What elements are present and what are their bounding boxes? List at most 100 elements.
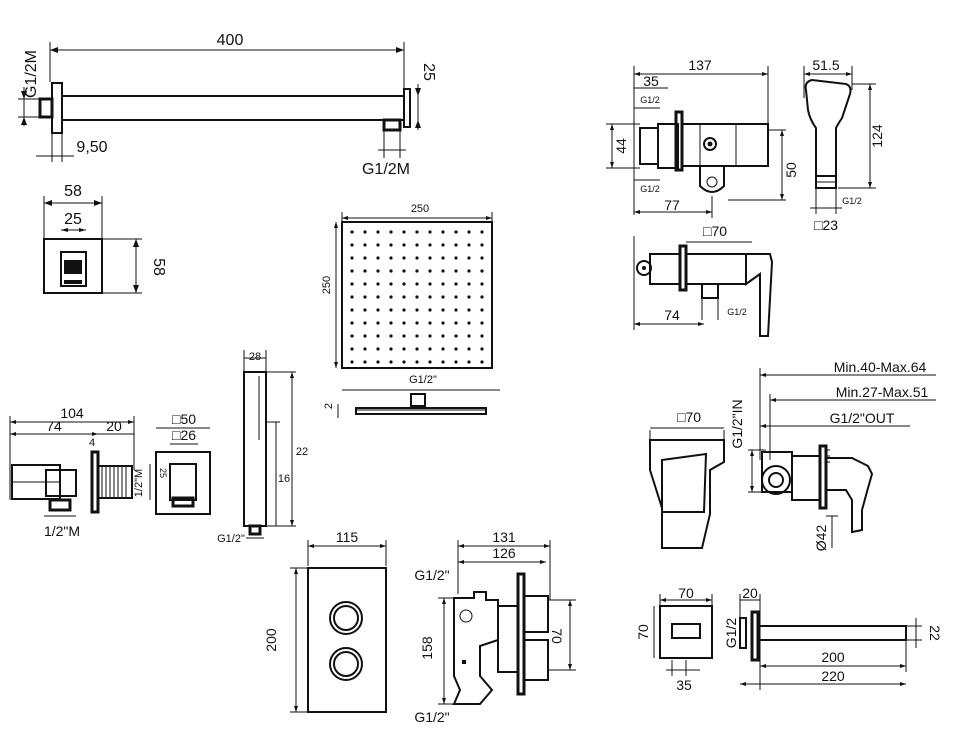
diverter-diameter-label: Ø42 [813, 525, 829, 552]
nozzle-dot [441, 230, 445, 234]
rain-head-depth-label: 250 [321, 276, 333, 294]
nozzle-dot [402, 334, 406, 338]
thermostat-body-label: 158 [419, 636, 435, 660]
nozzle-dot [467, 230, 471, 234]
nozzle-dot [467, 256, 471, 260]
nozzle-dot [441, 360, 445, 364]
handspray-thread-label: G1/2 [842, 196, 862, 206]
nozzle-dot [428, 230, 432, 234]
nozzle-dot [350, 282, 354, 286]
nozzle-dot [350, 243, 354, 247]
arm-height-label: 25 [420, 63, 437, 81]
nozzle-dot [480, 282, 484, 286]
nozzle-dot [363, 321, 367, 325]
nozzle-dot [376, 282, 380, 286]
nozzle-dot [415, 347, 419, 351]
diverter-max-depth-label: Min.40-Max.64 [834, 359, 927, 375]
spout-plate-width-label: 70 [678, 585, 694, 601]
elbow-plate-height-label: 25 [158, 468, 168, 478]
nozzle-dot [363, 347, 367, 351]
nozzle-dot [415, 269, 419, 273]
nozzle-dot [402, 321, 406, 325]
nozzle-dot [441, 347, 445, 351]
nozzle-dot [480, 347, 484, 351]
nozzle-dot [363, 360, 367, 364]
nozzle-dot [389, 282, 393, 286]
bidet-wall-depth-label: 77 [664, 197, 680, 213]
elbow-thread-bottom-label: 1/2"M [44, 523, 80, 539]
nozzle-dot [441, 269, 445, 273]
nozzle-dot [428, 282, 432, 286]
nozzle-dot [480, 334, 484, 338]
nozzle-dot [415, 360, 419, 364]
nozzle-dot [389, 295, 393, 299]
nozzle-dot [376, 360, 380, 364]
nozzle-dot [428, 347, 432, 351]
nozzle-dot [350, 230, 354, 234]
nozzle-dot [376, 243, 380, 247]
nozzle-dot [363, 282, 367, 286]
nozzle-dot [467, 347, 471, 351]
bidet-length-label: 137 [688, 57, 712, 73]
hand-shower-thread-label: G1/2" [217, 533, 245, 545]
diverter-outlet-label: G1/2"OUT [830, 410, 895, 426]
nozzle-dot [467, 243, 471, 247]
arm-length-label: 400 [217, 32, 244, 49]
nozzle-dot [454, 308, 458, 312]
arm-thread-left-label: G1/2M [23, 50, 40, 98]
nozzle-dot [454, 347, 458, 351]
nozzle-dot [480, 308, 484, 312]
nozzle-dot [480, 269, 484, 273]
diverter-min-depth-label: Min.27-Max.51 [836, 384, 929, 400]
nozzle-dot [480, 256, 484, 260]
arm-thread-bottom-label: G1/2M [362, 161, 410, 178]
handspray-width-label: 51.5 [812, 57, 839, 73]
spout-offset-label: 35 [676, 677, 692, 693]
nozzle-dot [428, 321, 432, 325]
elbow-depth-label: 74 [46, 418, 62, 434]
valve-plate-label: □70 [703, 223, 727, 239]
nozzle-dot [441, 321, 445, 325]
hand-shower-length-label: 22 [296, 446, 308, 458]
diverter-valve: Min.40-Max.64 Min.27-Max.51 G1/2"OUT □70… [649, 359, 936, 552]
diverter-inlet-label: G1/2"IN [729, 399, 745, 448]
elbow-plate-inner-label: □26 [172, 427, 196, 443]
nozzle-dot [441, 295, 445, 299]
shower-arm: 400 G1/2M 25 9,50 G1/2M [18, 32, 437, 178]
nozzle-dot [415, 243, 419, 247]
nozzle-dot [480, 243, 484, 247]
thermostat-height-label: 200 [263, 628, 279, 652]
thermostat-thread-top-label: G1/2" [414, 567, 449, 583]
flange-height-label: 58 [150, 258, 167, 276]
nozzle-dot [467, 295, 471, 299]
nozzle-dot [415, 230, 419, 234]
elbow-plate-outer-label: □50 [172, 411, 196, 427]
nozzle-dot [428, 269, 432, 273]
thermostat-cover-label: 70 [549, 628, 565, 644]
valve-thread-label: G1/2 [727, 307, 747, 317]
nozzle-dot [376, 308, 380, 312]
hand-shower: 28 22 16 G1/2" [217, 350, 308, 545]
nozzle-dot [350, 321, 354, 325]
spout-plate-height-label: 70 [635, 624, 651, 640]
valve-depth-label: 74 [664, 307, 680, 323]
nozzle-dot [376, 347, 380, 351]
nozzle-dot [376, 256, 380, 260]
thermostat-total-depth-label: 131 [492, 529, 516, 545]
bidet-offset-label: 35 [643, 73, 659, 89]
flange-inner-label: 25 [64, 211, 82, 228]
nozzle-dot [389, 347, 393, 351]
spout-total-label: 220 [821, 668, 845, 684]
spout-height-label: 22 [927, 625, 943, 641]
nozzle-dot [467, 334, 471, 338]
elbow-wall-label: 4 [89, 437, 95, 449]
nozzle-dot [363, 308, 367, 312]
rain-head: 250 250 G1/2" 2 [321, 203, 500, 418]
nozzle-dot [467, 269, 471, 273]
nozzle-dot [441, 243, 445, 247]
nozzle-dot [415, 308, 419, 312]
valve-small: □70 74 G1/2 [633, 223, 774, 337]
nozzle-dot [350, 295, 354, 299]
elbow-projection-label: 20 [106, 418, 122, 434]
